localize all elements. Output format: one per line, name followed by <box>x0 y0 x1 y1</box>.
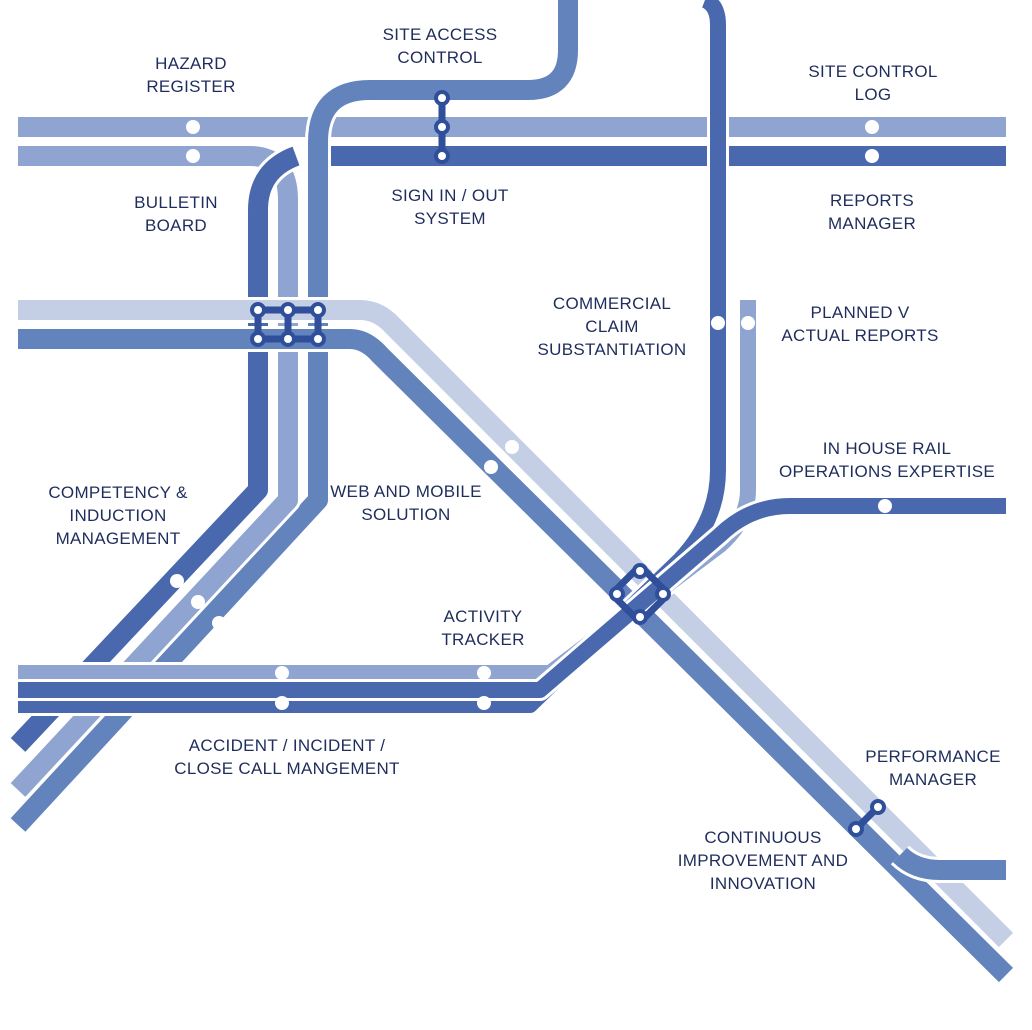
label-in-house-rail: IN HOUSE RAIL OPERATIONS EXPERTISE <box>778 439 996 481</box>
station-dot-competency-2 <box>191 595 205 609</box>
line-rail-ops <box>18 498 1006 698</box>
interchange-dot <box>655 586 671 602</box>
label-planned-actual: PLANNED V ACTUAL REPORTS <box>781 303 939 345</box>
station-dot-activity-2 <box>477 696 491 710</box>
station-dot-activity-1 <box>477 666 491 680</box>
station-dot-competency-1 <box>170 574 184 588</box>
line-web-pale <box>18 300 1014 948</box>
interchange-dot <box>870 799 886 815</box>
station-dot-hazard-1 <box>186 120 200 134</box>
label-site-control-log: SITE CONTROL LOG <box>808 62 938 104</box>
interchange-activity <box>610 564 670 624</box>
station-dot-control-log-1 <box>865 120 879 134</box>
label-web-mobile: WEB AND MOBILE SOLUTION <box>330 482 482 524</box>
station-dot-hazard-2 <box>186 149 200 163</box>
label-site-access-control: SITE ACCESS CONTROL <box>382 25 498 67</box>
line-site-access <box>10 0 578 832</box>
label-bulletin-board: BULLETIN BOARD <box>134 193 218 235</box>
station-dot-accident-1 <box>275 666 289 680</box>
line-performance <box>892 847 1006 880</box>
label-competency: COMPETENCY & INDUCTION MANAGEMENT <box>48 483 188 548</box>
label-reports-manager: REPORTS MANAGER <box>827 191 917 233</box>
label-sign-in-out: SIGN IN / OUT SYSTEM <box>391 186 509 228</box>
interchange-dot <box>632 609 648 625</box>
interchange-dot <box>250 331 266 347</box>
label-commercial-claim: COMMERCIAL CLAIM SUBSTANTIATION <box>537 294 687 359</box>
station-dot-commercial <box>711 316 725 330</box>
interchange-dot <box>280 331 296 347</box>
interchange-dot <box>848 821 864 837</box>
label-activity-tracker: ACTIVITY TRACKER <box>441 607 525 649</box>
label-hazard-register: HAZARD REGISTER <box>146 54 236 96</box>
station-dot-accident-2 <box>275 696 289 710</box>
interchange-dot <box>310 331 326 347</box>
line-competency <box>10 146 300 752</box>
station-dot-web-2 <box>484 460 498 474</box>
station-dot-web-1 <box>505 440 519 454</box>
interchange-dot <box>609 586 625 602</box>
interchange-dot <box>434 148 450 164</box>
interchange-dot <box>434 90 450 106</box>
interchange-dot <box>632 563 648 579</box>
station-dot-rail-ops <box>878 499 892 513</box>
interchange-dot <box>280 302 296 318</box>
station-dot-competency-3 <box>212 616 226 630</box>
station-dot-planned <box>741 316 755 330</box>
line-web-dark <box>18 329 1014 983</box>
interchange-dot <box>434 119 450 135</box>
station-dot-control-log-2 <box>865 149 879 163</box>
interchange-dot <box>310 302 326 318</box>
label-performance-manager: PERFORMANCE MANAGER <box>865 747 1001 789</box>
label-accident-incident: ACCIDENT / INCIDENT / CLOSE CALL MANGEME… <box>174 736 400 778</box>
interchange-dot <box>250 302 266 318</box>
label-continuous-improvement: CONTINUOUS IMPROVEMENT AND INNOVATION <box>677 828 849 893</box>
